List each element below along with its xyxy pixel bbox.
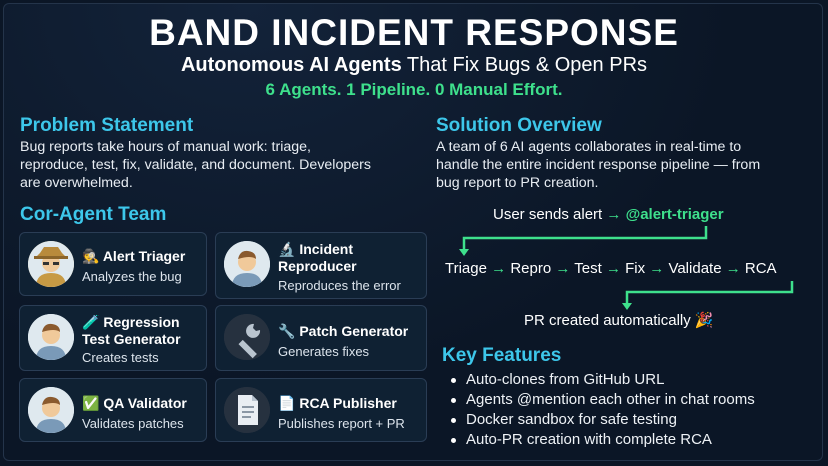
arrow-icon: → — [605, 260, 621, 277]
pipeline-start-text: User sends alert — [493, 206, 603, 223]
solution-text: A team of 6 AI agents collaborates in re… — [436, 138, 821, 192]
agent-desc: Generates fixes — [278, 344, 370, 359]
agent-desc: Publishes report + PR — [278, 416, 405, 431]
problem-line: Bug reports take hours of manual work: t… — [20, 139, 311, 155]
agent-desc: Analyzes the bug — [82, 269, 182, 284]
wrench-icon — [224, 314, 270, 360]
pipeline-steps: Triage → Repro → Test → Fix → Validate →… — [445, 260, 777, 277]
step-repro: Repro — [510, 260, 552, 277]
agent-card-rca-publisher: 📄 RCA Publisher Publishes report + PR — [215, 378, 427, 442]
agent-name: Patch Generator — [299, 323, 409, 339]
agent-title: 🔧 Patch Generator — [278, 323, 428, 340]
agent-card-qa-validator: ✅ QA Validator Validates patches — [19, 378, 207, 442]
slide-title: BAND INCIDENT RESPONSE — [149, 12, 679, 53]
agent-card-patch-generator: 🔧 Patch Generator Generates fixes — [215, 305, 427, 371]
connector-line — [625, 281, 794, 306]
feature-item: Agents @mention each other in chat rooms — [448, 390, 755, 410]
arrow-icon: → — [491, 260, 507, 277]
person-avatar-icon — [224, 241, 270, 287]
feature-item: Auto-PR creation with complete RCA — [448, 430, 755, 450]
step-triage: Triage — [445, 260, 487, 277]
agent-name: Regression Test Generator — [82, 314, 181, 347]
pipeline-end: PR created automatically 🎉 — [524, 312, 714, 329]
features-list: Auto-clones from GitHub URL Agents @ment… — [448, 370, 755, 450]
subtitle-bold: Autonomous AI Agents — [180, 54, 402, 76]
agent-title: 🕵 Alert Triager — [82, 248, 206, 265]
connector-arrowhead — [459, 249, 469, 256]
agent-card-alert-triager: 🕵 Alert Triager Analyzes the bug — [19, 232, 207, 296]
agent-emoji: 🧪 — [82, 314, 100, 330]
agent-desc: Reproduces the error — [278, 278, 401, 293]
slide-subtitle: Autonomous AI Agents That Fix Bugs & Ope… — [0, 54, 828, 77]
pipeline-start: User sends alert → @alert-triager — [493, 206, 724, 223]
problem-text: Bug reports take hours of manual work: t… — [20, 138, 420, 192]
connector-arrowhead — [622, 303, 632, 310]
arrow-icon: → — [725, 260, 741, 277]
features-heading: Key Features — [442, 345, 562, 366]
problem-heading: Problem Statement — [20, 115, 194, 136]
team-heading: Cor-Agent Team — [20, 204, 167, 225]
arrow-icon: → — [649, 260, 665, 277]
agent-name: RCA Publisher — [299, 395, 397, 411]
solution-line: A team of 6 AI agents collaborates in re… — [436, 139, 742, 155]
pipeline-mention: @alert-triager — [625, 206, 724, 223]
detective-avatar-icon — [28, 241, 74, 287]
agent-desc: Validates patches — [82, 416, 184, 431]
feature-item: Docker sandbox for safe testing — [448, 410, 755, 430]
document-icon — [224, 387, 270, 433]
subtitle-rest: That Fix Bugs & Open PRs — [401, 54, 648, 76]
agent-emoji: 🕵 — [82, 248, 100, 264]
agent-name: QA Validator — [103, 395, 187, 411]
arrow-icon: → — [555, 260, 571, 277]
agent-name: Alert Triager — [102, 248, 186, 264]
agent-desc: Creates tests — [82, 350, 159, 365]
agent-title: ✅ QA Validator — [82, 395, 206, 412]
agent-title: 🔬 Incident Reproducer — [278, 241, 418, 275]
solution-line: handle the entire incident response pipe… — [436, 157, 761, 173]
arrow-icon: → — [606, 206, 622, 223]
solution-line: bug report to PR creation. — [436, 175, 599, 191]
agent-emoji: 🔧 — [278, 323, 296, 339]
problem-line: reproduce, test, fix, validate, and docu… — [20, 157, 371, 173]
agent-title: 🧪 Regression Test Generator — [82, 314, 206, 348]
connector-line — [462, 226, 708, 252]
problem-line: are overwhelmed. — [20, 175, 133, 191]
agent-card-regression-test-generator: 🧪 Regression Test Generator Creates test… — [19, 305, 207, 371]
person-avatar-icon — [28, 387, 74, 433]
tagline: 6 Agents. 1 Pipeline. 0 Manual Effort. — [265, 80, 563, 99]
agent-card-incident-reproducer: 🔬 Incident Reproducer Reproduces the err… — [215, 232, 427, 299]
agent-emoji: ✅ — [82, 395, 100, 411]
agent-name: Incident Reproducer — [278, 241, 357, 274]
solution-heading: Solution Overview — [436, 115, 602, 136]
person-avatar-icon — [28, 314, 74, 360]
feature-item: Auto-clones from GitHub URL — [448, 370, 755, 390]
step-test: Test — [574, 260, 602, 277]
agent-emoji: 📄 — [278, 395, 296, 411]
step-validate: Validate — [668, 260, 722, 277]
step-fix: Fix — [625, 260, 646, 277]
step-rca: RCA — [744, 260, 777, 277]
agent-emoji: 🔬 — [278, 241, 296, 257]
agent-title: 📄 RCA Publisher — [278, 395, 428, 412]
